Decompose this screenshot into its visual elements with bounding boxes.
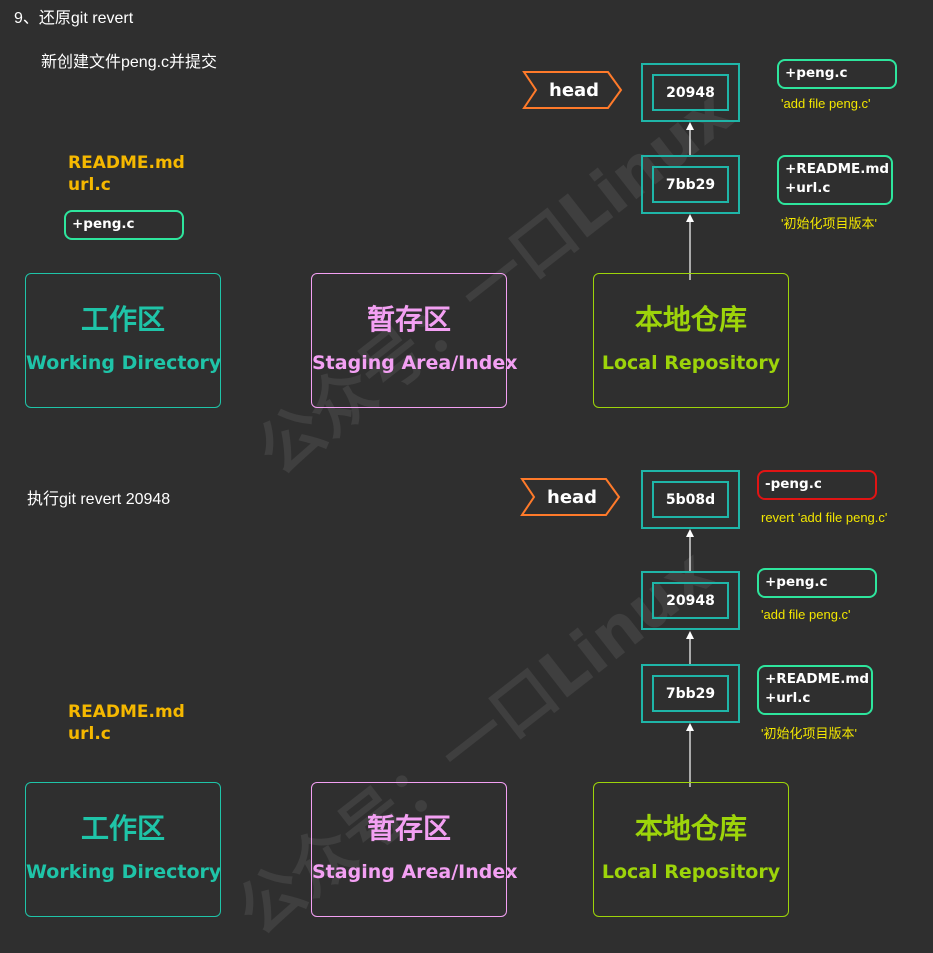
change-pill-bottom-2: +peng.c <box>757 568 877 598</box>
commit-message-top-1: 'add file peng.c' <box>781 96 871 111</box>
head-label-bottom: head <box>547 487 598 508</box>
area-title-cn: 本地仓库 <box>634 303 747 336</box>
commit-box-top-1: 20948 <box>641 63 740 122</box>
area-title-en: Local Repository <box>601 352 781 374</box>
file-item: README.md <box>68 702 185 722</box>
local-repository-box-bottom: 本地仓库 Local Repository <box>593 782 789 917</box>
commit-box-bottom-1: 5b08d <box>641 470 740 529</box>
commit-connectors-bottom <box>686 529 694 787</box>
commit-message-bottom-2: 'add file peng.c' <box>761 607 851 622</box>
working-directory-box-top: 工作区 Working Directory <box>25 273 221 408</box>
top-working-files: README.md url.c <box>68 152 185 196</box>
staging-area-box-bottom: 暂存区 Staging Area/Index <box>311 782 518 917</box>
change-pill-top-2: +README.md +url.c <box>777 155 893 205</box>
change-pill-top-1: +peng.c <box>777 59 897 89</box>
change-pill-bottom-3: +README.md +url.c <box>757 665 873 715</box>
bottom-working-files: README.md url.c <box>68 701 185 745</box>
area-title-cn: 暂存区 <box>366 812 451 845</box>
area-title-en: Local Repository <box>601 861 781 883</box>
change-item: -peng.c <box>765 476 822 492</box>
staging-area-box-top: 暂存区 Staging Area/Index <box>311 273 518 408</box>
area-title-cn: 暂存区 <box>366 303 451 336</box>
change-pill-bottom-1: -peng.c <box>757 470 877 500</box>
section-title: 9、还原git revert <box>14 10 134 27</box>
file-item: README.md <box>68 153 185 173</box>
change-item: +peng.c <box>765 574 828 590</box>
working-directory-box-bottom: 工作区 Working Directory <box>25 782 221 917</box>
commit-hash: 20948 <box>652 74 729 111</box>
file-item: url.c <box>68 724 111 744</box>
commit-message-top-2: '初始化项目版本' <box>781 216 877 231</box>
top-caption: 新创建文件peng.c并提交 <box>41 54 218 71</box>
top-new-file-pill: +peng.c <box>64 210 184 240</box>
area-title-cn: 工作区 <box>80 303 165 336</box>
area-title-en: Staging Area/Index <box>312 861 518 883</box>
area-title-en: Working Directory <box>26 352 222 374</box>
area-title-cn: 本地仓库 <box>634 812 747 845</box>
commit-hash: 20948 <box>652 582 729 619</box>
commit-message-bottom-3: '初始化项目版本' <box>761 726 857 741</box>
change-item: +url.c <box>785 180 831 196</box>
commit-connectors-top <box>686 122 694 280</box>
bottom-caption: 执行git revert 20948 <box>27 491 171 508</box>
head-label-top: head <box>549 80 600 101</box>
change-item: +peng.c <box>785 65 848 81</box>
change-item: +url.c <box>765 690 811 706</box>
commit-hash: 5b08d <box>652 481 729 518</box>
commit-box-bottom-2: 20948 <box>641 571 740 630</box>
commit-message-bottom-1: revert 'add file peng.c' <box>761 510 888 525</box>
head-pointer-top <box>522 71 623 109</box>
commit-box-bottom-3: 7bb29 <box>641 664 740 723</box>
head-pointer-bottom <box>520 478 621 516</box>
area-title-cn: 工作区 <box>80 812 165 845</box>
commit-hash: 7bb29 <box>652 675 729 712</box>
local-repository-box-top: 本地仓库 Local Repository <box>593 273 789 408</box>
change-item: +README.md <box>765 671 870 687</box>
area-title-en: Working Directory <box>26 861 222 883</box>
commit-hash: 7bb29 <box>652 166 729 203</box>
commit-box-top-2: 7bb29 <box>641 155 740 214</box>
change-item: +README.md <box>785 161 890 177</box>
file-item: url.c <box>68 175 111 195</box>
area-title-en: Staging Area/Index <box>312 352 518 374</box>
